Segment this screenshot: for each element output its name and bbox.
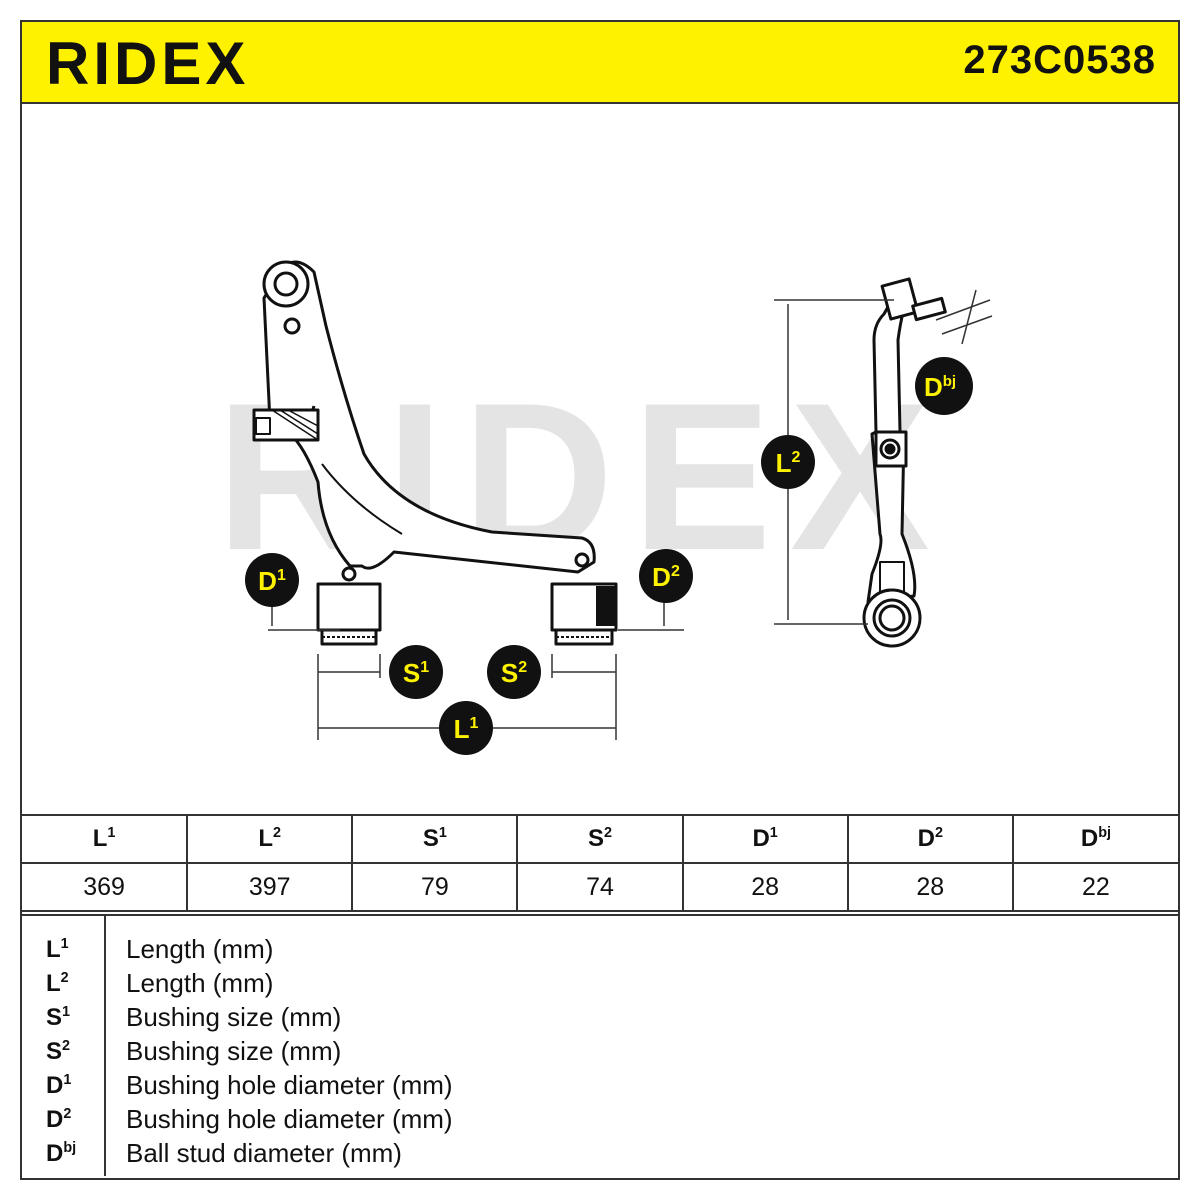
legend-description: Bushing hole diameter (mm) (126, 1104, 453, 1134)
callout-L2: L2 (761, 435, 815, 489)
legend-row-Dbj: Dbj Ball stud diameter (mm) (22, 1138, 1178, 1172)
callout-Dbj: Dbj (915, 357, 973, 415)
technical-drawing: RIDEX (216, 260, 993, 755)
legend-description: Bushing size (mm) (126, 1036, 342, 1066)
part-number: 273C0538 (963, 38, 1156, 82)
svg-text:D1: D1 (258, 566, 286, 596)
legend-symbol: L2 (46, 970, 69, 997)
value-L1: 369 (22, 862, 189, 912)
datasheet-frame: RIDEX 273C0538 RIDEX (20, 20, 1180, 1180)
spec-header-row: L1 L2 S1 S2 D1 D2 Dbj (22, 814, 1178, 864)
header-L2: L2 (186, 814, 354, 864)
legend-description: Bushing hole diameter (mm) (126, 1070, 453, 1100)
legend-symbol: D2 (46, 1106, 72, 1133)
value-Dbj: 22 (1011, 862, 1178, 912)
header-S1: S1 (351, 814, 519, 864)
svg-text:D2: D2 (652, 562, 680, 592)
dimension-lines-front (268, 594, 684, 740)
callout-L1: L1 (439, 701, 493, 755)
brand-text: RIDEX (46, 32, 249, 92)
value-L2: 397 (186, 862, 354, 912)
legend-row-S1: S1 Bushing size (mm) (22, 1002, 1178, 1036)
callout-D2: D2 (639, 549, 693, 603)
legend-description: Length (mm) (126, 934, 274, 964)
callout-D1: D1 (245, 553, 299, 607)
header-Dbj: Dbj (1011, 814, 1178, 864)
svg-text:Dbj: Dbj (924, 372, 956, 402)
legend-description: Bushing size (mm) (126, 1002, 342, 1032)
spec-table: L1 L2 S1 S2 D1 D2 Dbj 369 397 79 74 28 2… (22, 814, 1178, 912)
legend-row-L2: L2 Length (mm) (22, 968, 1178, 1002)
svg-text:L2: L2 (776, 448, 801, 478)
header-L1: L1 (22, 814, 189, 864)
svg-text:L1: L1 (454, 714, 479, 744)
legend-symbol: S2 (46, 1038, 71, 1065)
header-D2: D2 (846, 814, 1014, 864)
value-S2: 74 (516, 862, 684, 912)
header-bar: RIDEX 273C0538 (22, 22, 1178, 104)
legend-description: Ball stud diameter (mm) (126, 1138, 402, 1168)
legend-row-L1: L1 Length (mm) (22, 934, 1178, 968)
svg-text:S1: S1 (403, 658, 429, 688)
legend-symbol: S1 (46, 1004, 71, 1031)
legend-symbol: Dbj (46, 1140, 77, 1167)
value-S1: 79 (351, 862, 519, 912)
legend-symbol: D1 (46, 1072, 72, 1099)
control-arm-front-view (252, 260, 618, 646)
header-D1: D1 (681, 814, 849, 864)
legend-row-D2: D2 Bushing hole diameter (mm) (22, 1104, 1178, 1138)
callout-S1: S1 (389, 645, 443, 699)
control-arm-side-view (862, 277, 947, 648)
legend-row-S2: S2 Bushing size (mm) (22, 1036, 1178, 1070)
legend-row-D1: D1 Bushing hole diameter (mm) (22, 1070, 1178, 1104)
header-S2: S2 (516, 814, 684, 864)
svg-text:S2: S2 (501, 658, 527, 688)
spec-values-row: 369 397 79 74 28 28 22 (22, 862, 1178, 912)
legend-divider (104, 916, 106, 1176)
legend: L1 Length (mm) L2 Length (mm) S1 Bushing… (22, 914, 1178, 1182)
value-D1: 28 (681, 862, 849, 912)
legend-description: Length (mm) (126, 968, 274, 998)
legend-symbol: L1 (46, 936, 69, 963)
ridex-logo: RIDEX (46, 32, 249, 92)
callout-S2: S2 (487, 645, 541, 699)
value-D2: 28 (846, 862, 1014, 912)
